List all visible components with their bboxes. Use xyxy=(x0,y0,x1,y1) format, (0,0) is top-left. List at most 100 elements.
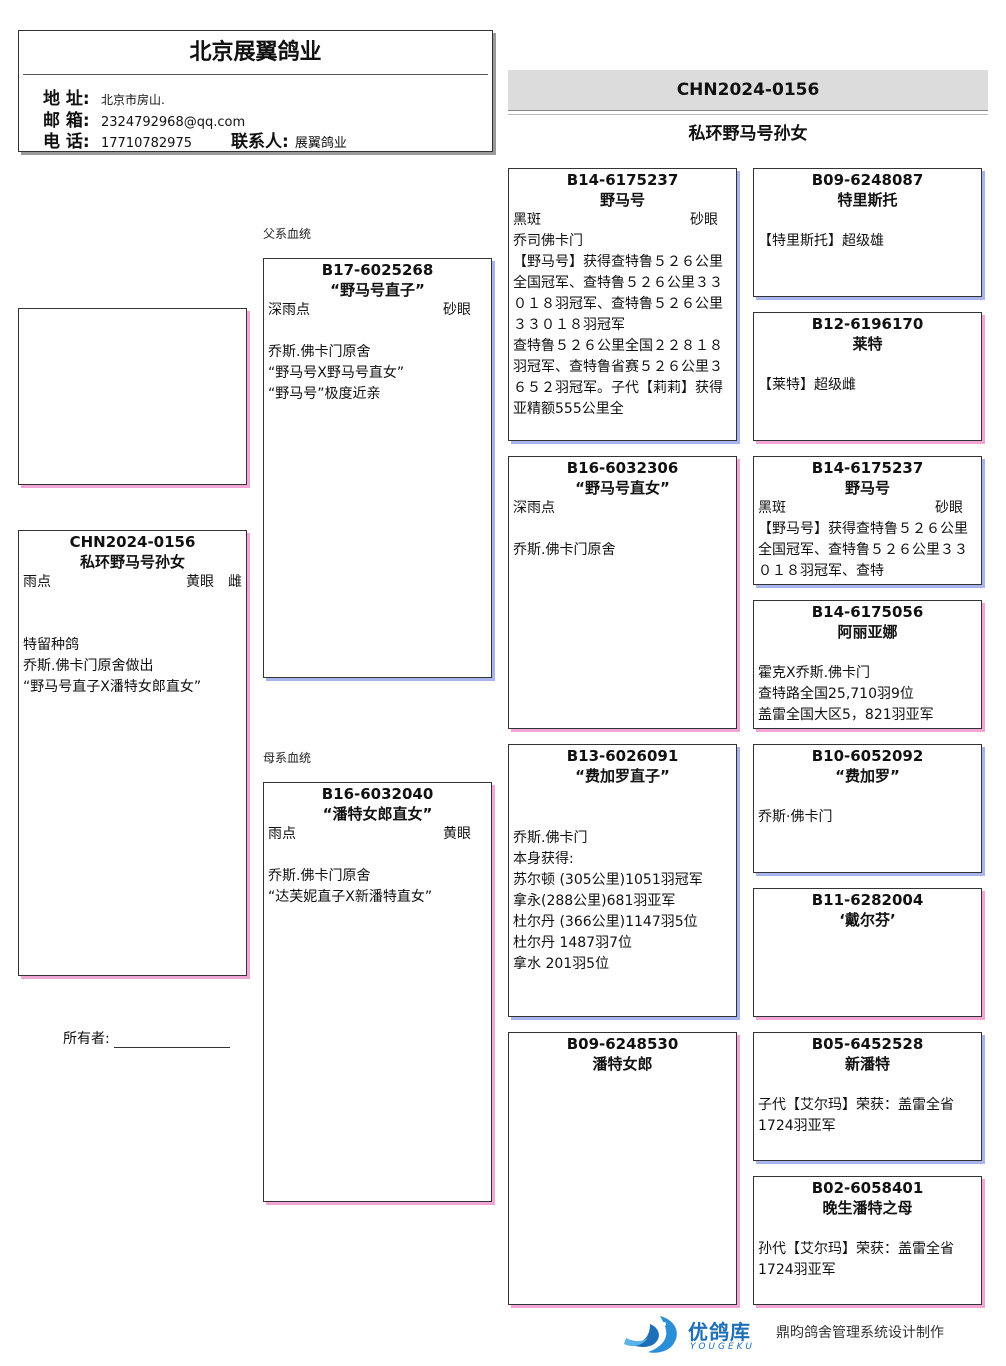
sss-ring: B09-6248087 xyxy=(811,171,924,189)
sds-desc: 【野马号】获得查特鲁５２６公里全国冠军、查特鲁５２６公里３３０１８羽冠军、查特 xyxy=(758,521,968,579)
ggp-dss-card: B10-6052092 “费加罗” 乔斯·佛卡门 xyxy=(753,744,982,873)
banner-ring: CHN2024-0156 xyxy=(676,80,820,100)
banner-underline xyxy=(508,114,988,115)
ss-eye: 砂眼 xyxy=(690,212,718,228)
subject-card: CHN2024-0156 私环野马号孙女 雨点 黄眼雌 特留种鸽 乔斯.佛卡门原… xyxy=(18,530,247,976)
header-divider xyxy=(23,74,488,75)
sds-name: 野马号 xyxy=(844,479,890,497)
contact-value: 展翼鸽业 xyxy=(294,136,347,151)
ds-name: “费加罗直子” xyxy=(575,767,670,785)
footer-credit: 鼎昀鸽舍管理系统设计制作 xyxy=(776,1325,944,1341)
sire-name: “野马号直子” xyxy=(330,281,425,299)
phone-label: 电 话: xyxy=(43,132,90,152)
sire-eye: 砂眼 xyxy=(443,302,471,318)
ssd-name: 莱特 xyxy=(852,335,883,353)
grandsire-paternal-card: B14-6175237 野马号 黑斑 砂眼 乔司佛卡门 【野马号】获得查特鲁５２… xyxy=(508,168,737,441)
dam-traits: 雨点 黄眼 xyxy=(264,824,491,845)
granddam-maternal-card: B09-6248530 潘特女郎 xyxy=(508,1032,737,1305)
ssd-desc: 【莱特】超级雌 xyxy=(758,377,856,393)
sire-desc: 乔斯.佛卡门原舍 “野马号X野马号直女” “野马号”极度近亲 xyxy=(268,344,405,402)
owner-line: 所有者: xyxy=(63,1028,230,1048)
dss-desc: 乔斯·佛卡门 xyxy=(758,809,833,825)
sd-desc: 乔斯.佛卡门原舍 xyxy=(513,542,616,558)
subject-ring: CHN2024-0156 xyxy=(69,533,196,551)
sire-traits: 深雨点 砂眼 xyxy=(264,300,491,321)
footer: 优鸽库 YOUGEKU 鼎昀鸽舍管理系统设计制作 xyxy=(620,1312,990,1358)
ss-name: 野马号 xyxy=(599,191,645,209)
ss-ring: B14-6175237 xyxy=(566,171,679,189)
ss-desc: 乔司佛卡门 【野马号】获得查特鲁５２６公里全国冠军、查特鲁５２６公里３３０１８羽… xyxy=(513,233,723,417)
logo-text: 优鸽库 xyxy=(688,1320,751,1344)
email-value: 2324792968@qq.com xyxy=(101,115,246,130)
phone-value: 17710782975 xyxy=(101,136,192,151)
dam-ring: B16-6032040 xyxy=(321,785,434,803)
maternal-label: 母系血统 xyxy=(263,751,312,765)
pigeon-logo-icon xyxy=(624,1316,677,1353)
email-line: 邮 箱: 2324792968@qq.com xyxy=(43,106,245,131)
sds-eye: 砂眼 xyxy=(935,500,963,516)
granddam-paternal-card: B16-6032306 “野马号直女” 深雨点 乔斯.佛卡门原舍 xyxy=(508,456,737,729)
subject-sex: 雌 xyxy=(228,574,242,590)
ds-ring: B13-6026091 xyxy=(566,747,679,765)
loft-info-card: 北京展翼鸽业 地 址: 北京市房山. 邮 箱: 2324792968@qq.co… xyxy=(18,30,493,152)
sds-ring: B14-6175237 xyxy=(811,459,924,477)
logo-sub: YOUGEKU xyxy=(690,1342,756,1352)
dam-color: 雨点 xyxy=(268,826,296,842)
owner-label: 所有者: xyxy=(63,1031,110,1047)
dam-card: B16-6032040 “潘特女郎直女” 雨点 黄眼 乔斯.佛卡门原舍 “达芙妮… xyxy=(263,782,492,1202)
sd-color: 深雨点 xyxy=(513,500,555,516)
ggp-sss-card: B09-6248087 特里斯托 【特里斯托】超级雄 xyxy=(753,168,982,297)
sire-card: B17-6025268 “野马号直子” 深雨点 砂眼 乔斯.佛卡门原舍 “野马号… xyxy=(263,258,492,678)
address-value: 北京市房山. xyxy=(101,93,165,107)
dsd-name: ‘戴尔芬’ xyxy=(839,911,896,929)
loft-title: 北京展翼鸽业 xyxy=(189,40,322,65)
dds-desc: 子代【艾尔玛】荣获：盖雷全省1724羽亚军 xyxy=(758,1097,954,1134)
subject-traits: 雨点 黄眼雌 xyxy=(19,572,246,593)
pigeon-photo-frame xyxy=(18,308,247,485)
dss-name: “费加罗” xyxy=(835,767,900,785)
sire-color: 深雨点 xyxy=(268,302,310,318)
dds-ring: B05-6452528 xyxy=(811,1035,924,1053)
grandsire-maternal-card: B13-6026091 “费加罗直子” 乔斯.佛卡门 本身获得: 苏尔顿 (30… xyxy=(508,744,737,1017)
sds-color: 黑斑 xyxy=(758,500,786,516)
dd-ring: B09-6248530 xyxy=(566,1035,679,1053)
subject-desc: 特留种鸽 乔斯.佛卡门原舍做出 “野马号直子X潘特女郎直女” xyxy=(23,637,202,695)
ssd-ring: B12-6196170 xyxy=(811,315,924,333)
ggp-dds-card: B05-6452528 新潘特 子代【艾尔玛】荣获：盖雷全省1724羽亚军 xyxy=(753,1032,982,1161)
ggp-ssd-card: B12-6196170 莱特 【莱特】超级雌 xyxy=(753,312,982,441)
ggp-ddd-card: B02-6058401 晚生潘特之母 孙代【艾尔玛】荣获：盖雷全省1724羽亚军 xyxy=(753,1176,982,1305)
sds-traits: 黑斑 砂眼 xyxy=(754,498,981,519)
ggp-sdd-card: B14-6175056 阿丽亚娜 霍克X乔斯.佛卡门 查特路全国25,710羽9… xyxy=(753,600,982,729)
sdd-name: 阿丽亚娜 xyxy=(837,623,898,641)
subject-color: 雨点 xyxy=(23,574,51,590)
email-label: 邮 箱: xyxy=(43,111,90,131)
dsd-ring: B11-6282004 xyxy=(811,891,924,909)
dss-ring: B10-6052092 xyxy=(811,747,924,765)
phone-line: 电 话: 17710782975 联系人: 展翼鸽业 xyxy=(43,127,347,152)
ddd-desc: 孙代【艾尔玛】荣获：盖雷全省1724羽亚军 xyxy=(758,1241,954,1278)
sdd-desc: 霍克X乔斯.佛卡门 查特路全国25,710羽9位 盖雷全国大区5，821羽亚军 xyxy=(758,665,934,723)
ddd-ring: B02-6058401 xyxy=(811,1179,924,1197)
banner-name: 私环野马号孙女 xyxy=(688,124,808,144)
ggp-sds-card: B14-6175237 野马号 黑斑 砂眼 【野马号】获得查特鲁５２６公里全国冠… xyxy=(753,456,982,585)
banner-ring-bar: CHN2024-0156 xyxy=(508,70,988,111)
sire-ring: B17-6025268 xyxy=(321,261,434,279)
subject-eye: 黄眼 xyxy=(186,574,214,590)
sd-name: “野马号直女” xyxy=(575,479,670,497)
ds-desc: 乔斯.佛卡门 本身获得: 苏尔顿 (305公里)1051羽冠军 拿永(288公里… xyxy=(513,830,703,972)
sd-ring: B16-6032306 xyxy=(566,459,679,477)
address-line: 地 址: 北京市房山. xyxy=(43,84,165,109)
subject-name: 私环野马号孙女 xyxy=(79,553,185,571)
ss-color: 黑斑 xyxy=(513,212,541,228)
address-label: 地 址: xyxy=(43,89,90,109)
sss-desc: 【特里斯托】超级雄 xyxy=(758,233,884,249)
dam-desc: 乔斯.佛卡门原舍 “达芙妮直子X新潘特直女” xyxy=(268,868,433,905)
ss-traits: 黑斑 砂眼 xyxy=(509,210,736,231)
contact-label: 联系人: xyxy=(231,132,289,152)
owner-blank xyxy=(113,1031,230,1048)
dam-eye: 黄眼 xyxy=(443,826,471,842)
ggp-dsd-card: B11-6282004 ‘戴尔芬’ xyxy=(753,888,982,1017)
sd-traits: 深雨点 xyxy=(509,498,736,519)
ddd-name: 晚生潘特之母 xyxy=(822,1199,913,1217)
sdd-ring: B14-6175056 xyxy=(811,603,924,621)
